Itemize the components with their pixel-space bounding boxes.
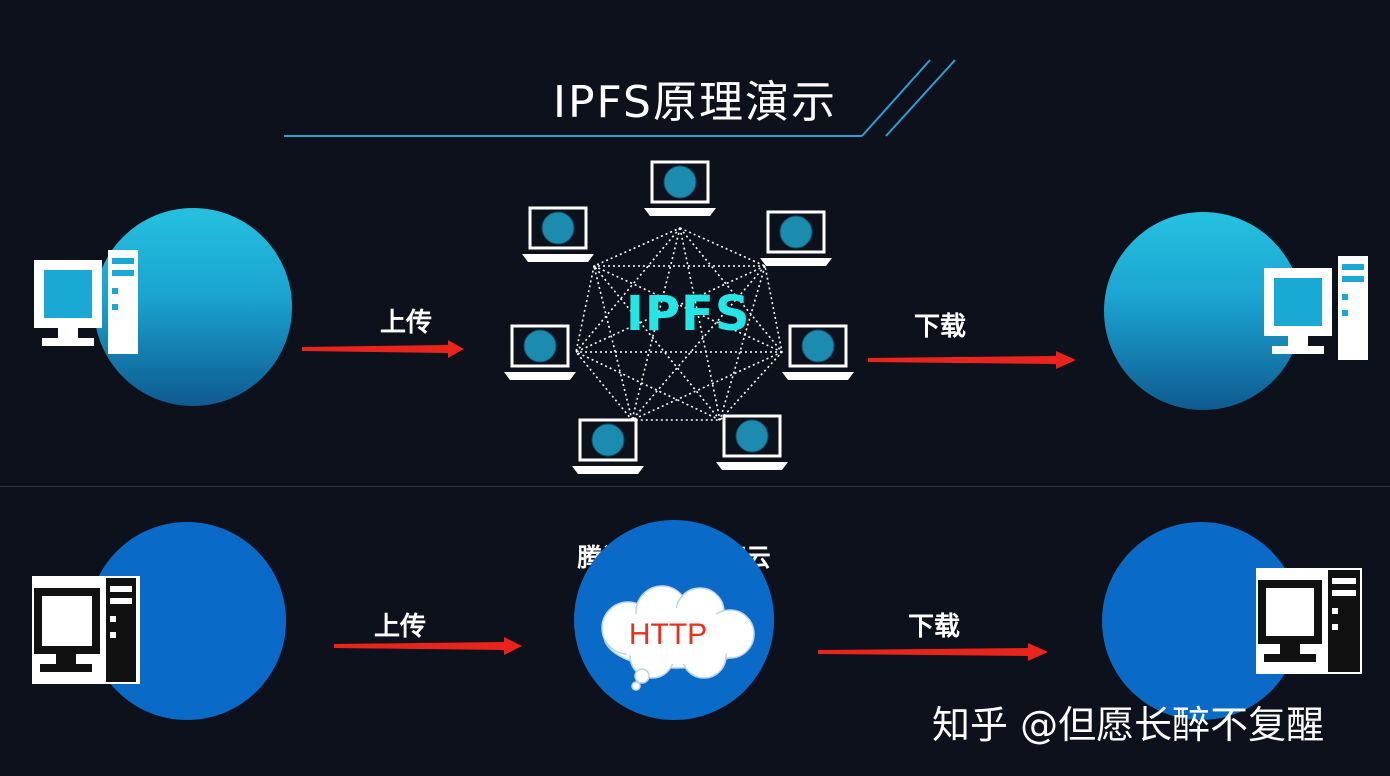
top-download-arrow (868, 351, 1076, 369)
laptop-icon (716, 414, 788, 470)
watermark-text: 知乎 @但愿长醉不复醒 (932, 703, 1325, 747)
top-left-computer-icon (34, 250, 138, 354)
cloud-icon (601, 585, 755, 691)
laptop-icon (572, 418, 644, 474)
top-download-label: 下载 (913, 312, 966, 342)
top-upload-arrow (302, 340, 464, 358)
laptop-icon (644, 160, 716, 216)
laptop-icon (504, 324, 576, 380)
top-upload-label: 上传 (379, 308, 432, 338)
bottom-upload-label: 上传 (373, 612, 426, 642)
bottom-download-arrow (818, 643, 1048, 661)
bottom-left-computer-icon (32, 576, 140, 684)
laptop-icon (760, 210, 832, 266)
bottom-download-label: 下载 (907, 612, 960, 642)
page-title: IPFS原理演示 (553, 77, 837, 128)
ipfs-network-label: IPFS (626, 286, 751, 342)
bottom-upload-arrow (334, 637, 522, 655)
bottom-right-computer-icon (1256, 568, 1362, 674)
http-protocol-label: HTTP (628, 618, 708, 651)
top-right-computer-icon (1264, 256, 1368, 360)
laptop-icon (782, 324, 854, 380)
laptop-icon (522, 206, 594, 262)
section-divider (0, 486, 1390, 487)
